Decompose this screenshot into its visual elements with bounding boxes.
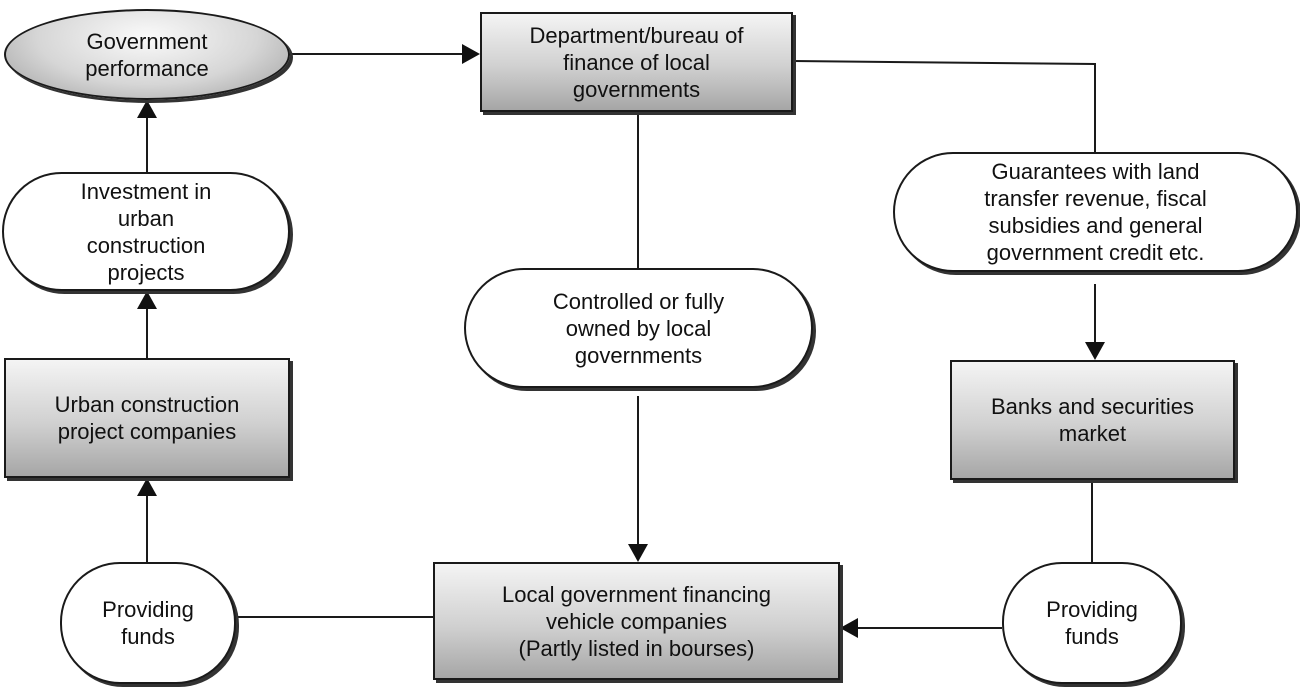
investment-urban-node: Investment in urban construction project… xyxy=(2,172,290,291)
urban-companies-label: Urban construction project companies xyxy=(54,392,240,444)
arrowhead-to-urban-companies xyxy=(137,478,157,496)
providing-funds-left-label: Providing funds xyxy=(102,597,194,649)
arrowhead-to-performance xyxy=(137,100,157,118)
guarantees-label: Guarantees with land transfer revenue, f… xyxy=(984,159,1207,265)
investment-urban-label: Investment in urban construction project… xyxy=(80,178,212,285)
connector-department-to-guarantees xyxy=(792,60,1096,152)
government-performance-label: Government performance xyxy=(85,28,209,81)
government-performance-node: Government performance xyxy=(4,9,290,100)
arrowhead-to-lgfv-top xyxy=(628,544,648,562)
providing-funds-left-node: Providing funds xyxy=(60,562,236,684)
providing-funds-right-label: Providing funds xyxy=(1046,597,1138,649)
arrowhead-to-department xyxy=(462,44,480,64)
arrowhead-to-investment xyxy=(137,291,157,309)
lgfv-companies-label: Local government financing vehicle compa… xyxy=(501,581,772,661)
banks-securities-label: Banks and securities market xyxy=(991,394,1194,446)
controlled-owned-label: Controlled or fully owned by local gover… xyxy=(552,288,725,368)
banks-securities-node: Banks and securities market xyxy=(950,360,1235,480)
lgfv-companies-node: Local government financing vehicle compa… xyxy=(433,562,840,680)
providing-funds-right-node: Providing funds xyxy=(1002,562,1182,684)
urban-companies-node: Urban construction project companies xyxy=(4,358,290,478)
department-finance-node: Department/bureau of finance of local go… xyxy=(480,12,793,112)
arrowhead-to-lgfv-right xyxy=(840,618,858,638)
arrowhead-to-banks xyxy=(1085,342,1105,360)
controlled-owned-node: Controlled or fully owned by local gover… xyxy=(464,268,813,388)
department-finance-label: Department/bureau of finance of local go… xyxy=(529,22,744,102)
guarantees-node: Guarantees with land transfer revenue, f… xyxy=(893,152,1298,272)
